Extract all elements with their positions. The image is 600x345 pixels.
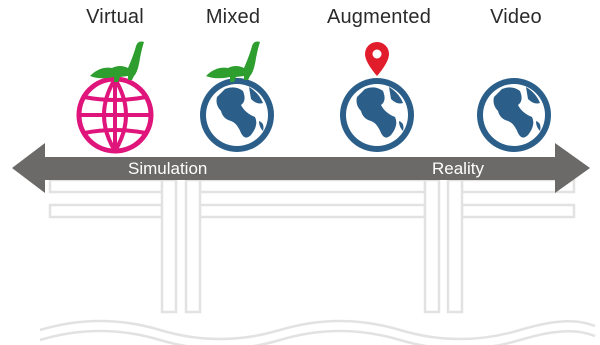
beam-right-lower: [460, 203, 576, 219]
virtual-globe-icon: [76, 76, 154, 154]
axis-label-reality: Reality: [432, 159, 484, 178]
label-virtual: Virtual: [86, 6, 144, 28]
dinosaur-icon-virtual: [90, 41, 144, 82]
post-3: [423, 178, 441, 314]
earth-globe-icon-augmented: [340, 78, 414, 152]
earth-globe-icon-video: [477, 78, 551, 152]
post-4: [446, 178, 464, 314]
earth-globe-icon-mixed: [200, 78, 274, 152]
label-augmented: Augmented: [326, 6, 432, 28]
beam-center-upper: [198, 178, 427, 194]
beam-center-lower: [198, 203, 427, 219]
spectrum-arrow: [12, 143, 590, 193]
dinosaur-icon-mixed: [206, 41, 260, 82]
label-mixed: Mixed: [205, 6, 261, 28]
wave-line-upper: [39, 319, 596, 341]
location-pin-icon: [365, 42, 389, 76]
wave-line-lower: [39, 329, 596, 345]
post-1: [160, 178, 178, 314]
post-2: [184, 178, 202, 314]
beam-left-upper: [48, 178, 164, 194]
support-structure: [39, 178, 596, 345]
label-video: Video: [490, 6, 542, 28]
axis-label-simulation: Simulation: [128, 159, 208, 178]
beam-left-lower: [48, 203, 164, 219]
